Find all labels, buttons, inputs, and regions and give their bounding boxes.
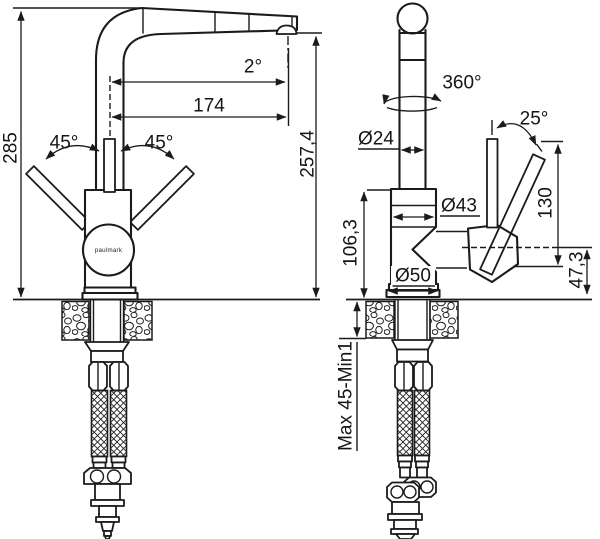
dim-tube-diameter: Ø24 (358, 129, 394, 150)
countertop-side (346, 298, 592, 340)
braided-hose-right (413, 389, 431, 457)
lever-vertical (486, 138, 499, 229)
mounting-cone (84, 341, 130, 352)
dim-base-diameter: Ø50 (395, 266, 431, 287)
handle-45-left (25, 165, 91, 231)
dim-swing-right: 45° (145, 133, 174, 154)
brand-logo-text: paulmark (95, 247, 123, 254)
dim-mounting-range: Max 45-Min1 (336, 341, 357, 451)
dim-lever-tilt: 25° (520, 109, 549, 130)
countertop-front (13, 298, 320, 342)
dim-body-diameter: Ø43 (441, 196, 477, 217)
dim-outlet-height: 257,4 (298, 130, 319, 178)
brand-logo-circle (81, 223, 136, 277)
dim-spout-angle: 2° (244, 57, 262, 78)
dim-lever-length: 130 (536, 187, 557, 219)
side-view (346, 2, 592, 539)
dim-spout-reach: 174 (193, 96, 225, 117)
dim-swing-left: 45° (50, 133, 79, 154)
spout-outline (94, 6, 299, 192)
supply-hoses-front (83, 341, 132, 539)
dim-overall-height: 285 (1, 132, 22, 164)
braided-hose-left (396, 389, 414, 457)
lever-hub-connector (436, 230, 467, 269)
swivel-arc-360 (382, 93, 442, 112)
handle-45-right (129, 165, 195, 231)
braided-hose-right (109, 389, 128, 458)
dimensions: 285 2° 174 45° 45° 257,4 360° Ø24 25° Ø4… (1, 7, 592, 451)
braided-hose-left (90, 389, 109, 458)
dim-swivel-angle: 360° (442, 73, 481, 94)
dim-body-height: 106,3 (341, 219, 362, 267)
aerator-dome (275, 24, 298, 35)
lever-tilted-25 (479, 153, 546, 276)
front-view: paulmark (13, 6, 320, 539)
spout-ball-top (396, 2, 429, 35)
spout-segment-lines (142, 8, 250, 34)
handle-vertical-front (103, 138, 116, 193)
spout-column (398, 28, 427, 191)
supply-hoses-side (386, 339, 437, 539)
base-plate-front (81, 291, 139, 301)
dim-lever-axis-height: 47,3 (567, 252, 588, 289)
mounting-cone-side (391, 339, 434, 351)
